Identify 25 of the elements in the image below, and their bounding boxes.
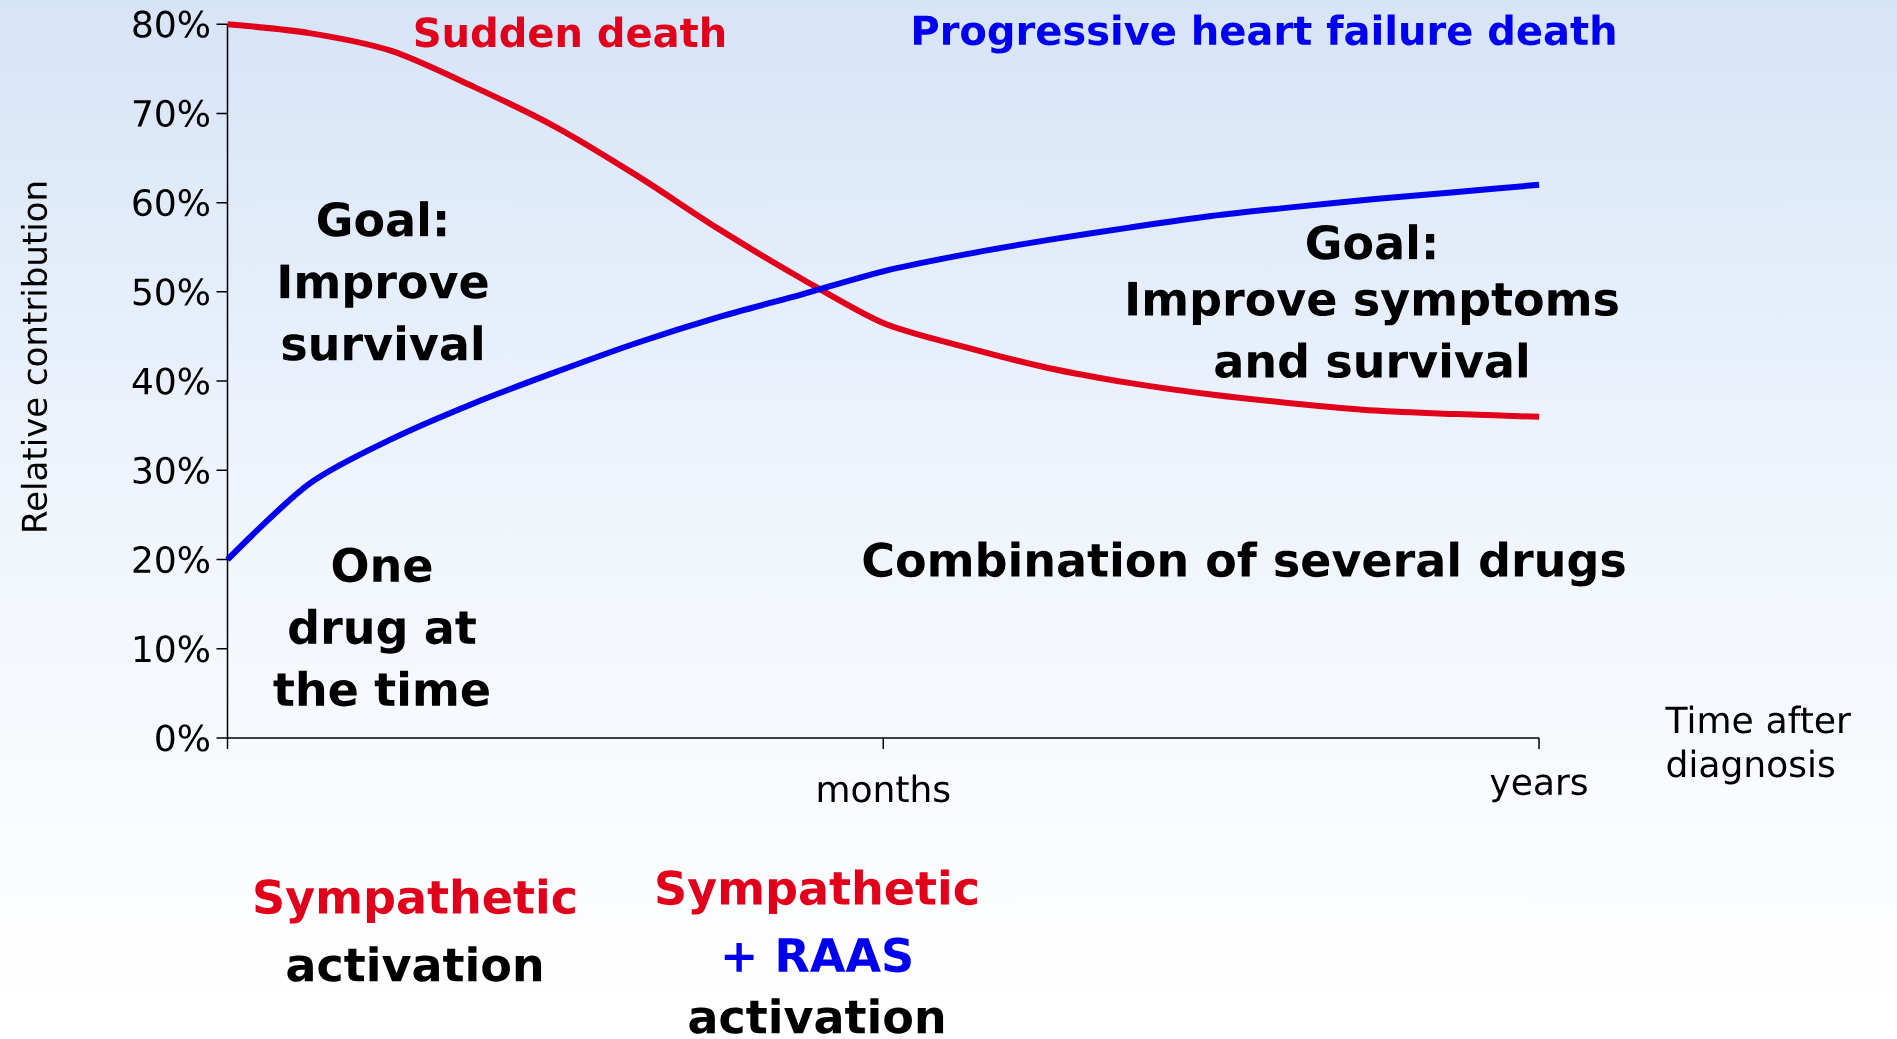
- y-tick-label: 80%: [133, 10, 209, 38]
- series-label: Progressive heart failure death: [914, 14, 1615, 54]
- y-tick-label: 40%: [132, 367, 209, 395]
- y-tick-label: 50%: [133, 278, 209, 306]
- annotation-text: Improve symptoms and survival: [1128, 281, 1618, 379]
- annotation-text: activation: [287, 946, 542, 982]
- x-tick-label: months: [818, 774, 950, 803]
- y-tick-label: 60%: [133, 189, 209, 217]
- y-tick-label: 10%: [134, 635, 209, 663]
- x-tick-label: years: [1490, 774, 1587, 803]
- annotation-text: Goal:: [1307, 224, 1435, 260]
- annotation-text: Combination of several drugs: [863, 541, 1625, 587]
- y-tick-label: 20%: [133, 545, 209, 574]
- axis-title: Relative contribution: [20, 182, 48, 531]
- y-tick-label: 0%: [156, 724, 209, 752]
- axis-title: Time after diagnosis: [1665, 705, 1851, 785]
- annotation-text: One drug at the time: [273, 547, 489, 707]
- series-label: Sudden death: [415, 16, 725, 48]
- annotation-text: + RAAS: [724, 937, 911, 973]
- annotation-text: Goal: Improve survival: [280, 201, 488, 361]
- annotation-text: Sympathetic: [657, 869, 977, 915]
- y-tick-label: 30%: [133, 456, 209, 484]
- y-tick-label: 70%: [133, 99, 209, 128]
- annotation-text: Sympathetic: [255, 878, 575, 924]
- annotation-text: activation: [689, 998, 944, 1034]
